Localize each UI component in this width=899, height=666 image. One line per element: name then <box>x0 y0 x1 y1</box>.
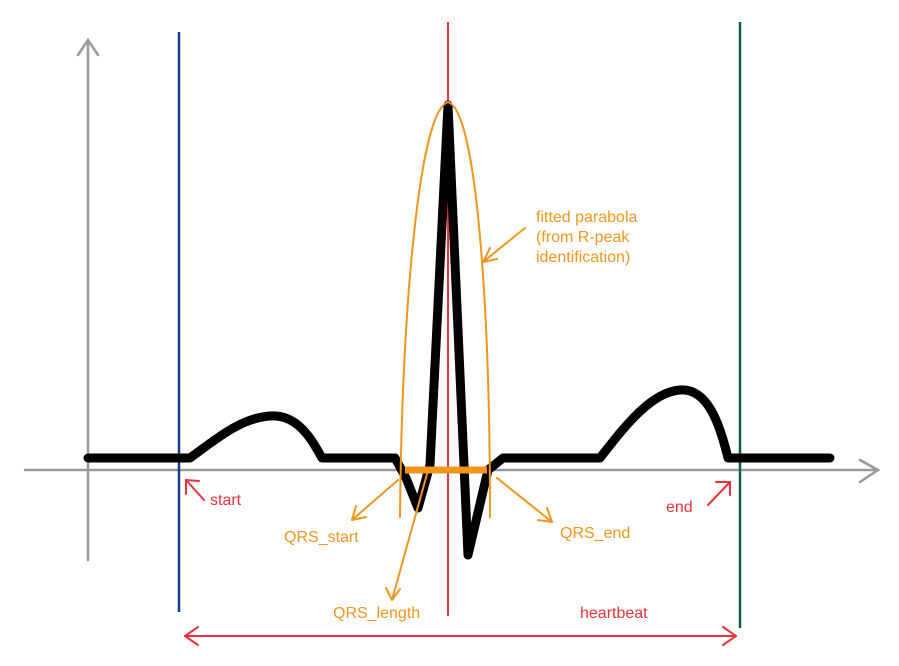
x-axis-arrowhead <box>858 458 881 484</box>
heartbeat-label: heartbeat <box>580 605 648 622</box>
ecg-signal <box>83 100 835 560</box>
start-label: start <box>210 492 242 509</box>
qrs-end-arrow <box>496 477 553 523</box>
end-label: end <box>666 499 693 516</box>
fitted-parabola-label-line-2: (from R-peak <box>536 229 630 246</box>
start-arrow <box>185 479 205 501</box>
qrs-start-label: QRS_start <box>284 529 359 546</box>
fitted-parabola-label-line-1: fitted parabola <box>536 209 638 226</box>
qrs-start-arrow <box>351 479 399 521</box>
heartbeat-span-right-arrowhead <box>722 626 737 646</box>
parabola-pointer-arrowhead <box>482 247 498 263</box>
start-arrowhead <box>185 479 200 495</box>
qrs-length-arrow <box>391 473 428 601</box>
end-arrow <box>707 481 731 506</box>
qrs-length-label: QRS_length <box>333 605 421 622</box>
fitted-parabola-label-line-3: identification) <box>536 249 631 266</box>
qrs-end-arrowhead <box>537 507 553 523</box>
end-arrowhead <box>715 481 731 496</box>
qrs-length-arrowhead <box>385 587 401 601</box>
qrs-start-arrowhead <box>351 505 367 521</box>
fitted-parabola <box>399 100 491 519</box>
parabola-pointer-arrow <box>482 227 526 263</box>
qrs-end-label: QRS_end <box>560 525 631 542</box>
orange-arrows <box>351 227 553 601</box>
y-axis-arrowhead <box>76 37 100 57</box>
red-arrows <box>184 479 737 646</box>
heartbeat-span-left-arrowhead <box>184 626 199 646</box>
